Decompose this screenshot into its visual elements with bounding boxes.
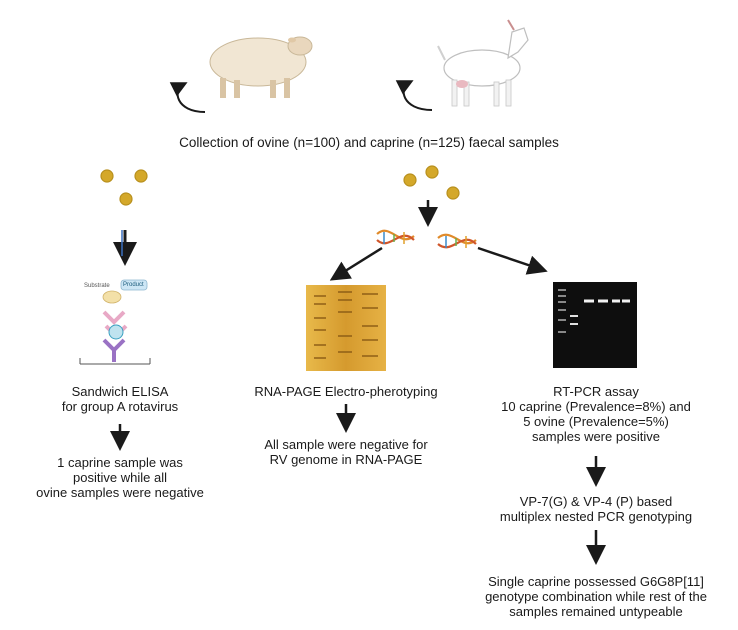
goat-icon xyxy=(437,19,529,107)
rt-pcr-title-line: 10 caprine (Prevalence=8%) and xyxy=(501,399,691,414)
rna-page-result: All sample were negative for RV genome i… xyxy=(236,437,456,467)
elisa-result-line: positive while all xyxy=(73,470,167,485)
circular-arrow-icon xyxy=(395,80,433,111)
flow-arrow xyxy=(329,246,383,281)
rna-page-result-line: RV genome in RNA-PAGE xyxy=(269,452,423,467)
final-result-line: genotype combination while rest of the xyxy=(485,589,707,604)
agarose-gel-image xyxy=(553,282,637,368)
substrate-label: Substrate xyxy=(84,283,110,289)
product-label: Product xyxy=(123,282,144,288)
sheep-icon xyxy=(209,36,313,98)
elisa-title-line: Sandwich ELISA xyxy=(71,384,169,399)
elisa-schematic-icon xyxy=(79,279,151,365)
genotyping-line: multiplex nested PCR genotyping xyxy=(499,509,693,524)
page-title: Collection of ovine (n=100) and caprine … xyxy=(179,135,559,150)
rt-pcr-title-line: 5 ovine (Prevalence=5%) xyxy=(523,414,669,429)
circular-arrow-icon xyxy=(169,82,206,113)
final-result-line: Single caprine possessed G6G8P[11] xyxy=(488,574,704,589)
flow-arrow xyxy=(477,246,548,275)
rt-pcr-title: RT-PCR assay 10 caprine (Prevalence=8%) … xyxy=(476,384,716,444)
virus-particle-icon xyxy=(403,165,460,200)
dna-helix-icon xyxy=(437,233,477,249)
dna-helix-icon xyxy=(376,229,415,245)
elisa-result-line: ovine samples were negative xyxy=(36,485,204,500)
virus-particle-icon xyxy=(100,169,148,206)
rt-pcr-title-line: samples were positive xyxy=(532,429,660,444)
elisa-title-line: for group A rotavirus xyxy=(61,399,179,414)
rna-page-title: RNA-PAGE Electro-pherotyping xyxy=(254,384,438,399)
rt-pcr-title-line: RT-PCR assay xyxy=(553,384,639,399)
rna-page-gel-image xyxy=(306,285,386,371)
genotyping-line: VP-7(G) & VP-4 (P) based xyxy=(519,494,673,509)
final-result-line: samples remained untypeable xyxy=(509,604,683,619)
elisa-result: 1 caprine sample was positive while all … xyxy=(10,455,230,500)
final-result: Single caprine possessed G6G8P[11] genot… xyxy=(460,574,732,619)
elisa-result-line: 1 caprine sample was xyxy=(57,455,183,470)
rna-page-result-line: All sample were negative for xyxy=(264,437,428,452)
genotyping-step: VP-7(G) & VP-4 (P) based multiplex neste… xyxy=(476,494,716,524)
elisa-title: Sandwich ELISA for group A rotavirus xyxy=(40,384,200,414)
